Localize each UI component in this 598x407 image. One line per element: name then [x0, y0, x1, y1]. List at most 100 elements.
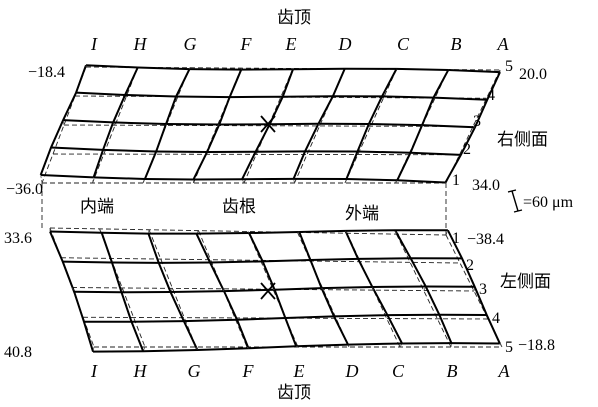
left-row-label: 5 [505, 339, 513, 356]
right-flank-deviation-connector [112, 122, 116, 126]
top-column-label: D [338, 34, 352, 54]
left-flank-deviation-connector [394, 230, 397, 235]
top-column-label: C [397, 34, 410, 54]
left-flank-reference-row-line [49, 227, 447, 236]
right-row-label: 3 [473, 113, 481, 130]
right-flank-center-mark [260, 115, 276, 133]
left-row-label: 3 [479, 281, 487, 298]
right-flank-label: 右侧面 [497, 130, 548, 150]
right-flank-deviation-connector [40, 174, 43, 184]
left-flank-label: 左侧面 [500, 272, 551, 292]
outer-end-label: 外端 [345, 204, 379, 224]
top-column-label: I [90, 34, 98, 54]
right-flank-reference-column-line [344, 69, 397, 184]
right-flank-deviation-connector [62, 120, 65, 126]
inner-end-label: 内端 [80, 197, 114, 217]
right-flank-measured-column-line [92, 67, 139, 178]
left-flank-measured-column-line [394, 229, 453, 344]
left-flank-measured-column-line [49, 231, 94, 352]
left-flank-deviation-connector [296, 345, 299, 348]
left-flank-deviation-connector [423, 286, 427, 291]
right-flank-deviation-connector [368, 123, 372, 127]
top-column-labels: I H G F E D C B A [90, 34, 510, 54]
scale-bar [507, 189, 523, 213]
right-flank-reference-row-line [52, 153, 460, 156]
left-flank-reference-column-line [148, 229, 197, 348]
right-row-label: 4 [487, 87, 495, 104]
left-flank-reference-column-line [198, 230, 248, 348]
right-row-label: 5 [505, 58, 513, 75]
left-flank-deviation-connector [345, 230, 348, 234]
right-flank-deviation-connector [92, 177, 94, 184]
right-flank-measured-column-line [39, 64, 87, 176]
left-row-label: 2 [466, 257, 474, 274]
left-flank-center-mark [260, 282, 276, 300]
top-column-label: A [497, 34, 510, 54]
bottom-column-labels: I H G F E D C B A [90, 361, 511, 381]
right-flank-deviation-connector [142, 178, 146, 184]
left-flank-measured-column-line [100, 232, 145, 352]
bottom-column-label: C [392, 361, 405, 381]
left-flank-deviation-connector [142, 346, 146, 352]
left-flank-reference-row-line [60, 257, 461, 264]
right-flank-deviation-connector [241, 179, 245, 184]
left-flank-deviation-connector [196, 230, 199, 234]
left-flank-measured-column-line [446, 229, 501, 344]
top-column-label: G [184, 34, 197, 54]
left-flank-deviation-connector [246, 346, 249, 349]
bottom-column-label: B [447, 361, 458, 381]
bottom-column-label: H [133, 361, 148, 381]
left-flank-deviation-connector [347, 344, 350, 348]
left-flank-row-labels: 1 2 3 4 5 [452, 230, 513, 356]
top-title: 齿顶 [277, 8, 311, 28]
left-flank-deviation-connector [71, 287, 75, 292]
left-flank-value-top-left: 33.6 [4, 230, 32, 247]
right-flank-row-labels: 5 4 3 2 1 [452, 58, 513, 189]
right-flank-deviation-connector [395, 180, 398, 184]
right-flank-deviation-connector [344, 178, 347, 184]
left-flank-reference-column-line [99, 228, 146, 348]
top-column-label: E [285, 34, 297, 54]
top-column-label: B [451, 34, 462, 54]
right-flank-deviation-connector [445, 182, 447, 184]
right-flank-value-bottom-right: 34.0 [472, 177, 500, 194]
right-flank-deviation-connector [318, 123, 320, 127]
right-flank-deviation-connector [217, 124, 220, 126]
right-flank-reference-column-line [92, 67, 139, 184]
left-flank-deviation-connector [247, 231, 250, 234]
bottom-column-label: D [345, 361, 359, 381]
grid-layer [39, 64, 503, 353]
right-flank-value-top-left: −18.4 [28, 64, 65, 81]
right-flank-value-top-right: 20.0 [519, 66, 547, 83]
left-flank-deviation-connector [99, 228, 102, 233]
top-column-label: H [133, 34, 148, 54]
left-flank-value-top-right: −38.4 [467, 231, 504, 248]
left-flank-deviation-connector [473, 286, 476, 292]
left-flank-measured-column-line [344, 230, 403, 344]
left-flank-deviation-connector [399, 343, 403, 348]
left-flank-deviation-connector [321, 287, 324, 290]
left-flank-deviation-connector [121, 287, 123, 293]
left-flank-deviation-connector [92, 346, 95, 352]
right-flank-deviation-connector [472, 126, 476, 128]
root-label: 齿根 [222, 197, 256, 217]
right-flank-value-bottom-left: −36.0 [6, 181, 43, 198]
right-row-label: 2 [463, 141, 471, 158]
scale-label: =60 μm [523, 194, 574, 211]
left-row-label: 4 [492, 310, 500, 327]
bottom-title: 齿顶 [277, 383, 311, 403]
left-flank-deviation-connector [371, 286, 374, 291]
bottom-column-label: I [90, 361, 98, 381]
left-flank-value-bottom-left: 40.8 [4, 344, 32, 361]
right-row-label: 1 [452, 172, 460, 189]
left-flank-reference-column-line [49, 227, 95, 348]
left-flank-value-bottom-right: −18.8 [518, 337, 555, 354]
left-flank-deviation-connector [148, 229, 150, 234]
left-flank-reference-column-line [396, 233, 452, 348]
left-flank-measured-column-line [147, 233, 199, 351]
bottom-column-label: A [498, 361, 511, 381]
left-flank-deviation-connector [499, 343, 503, 348]
bottom-column-label: F [242, 361, 255, 381]
